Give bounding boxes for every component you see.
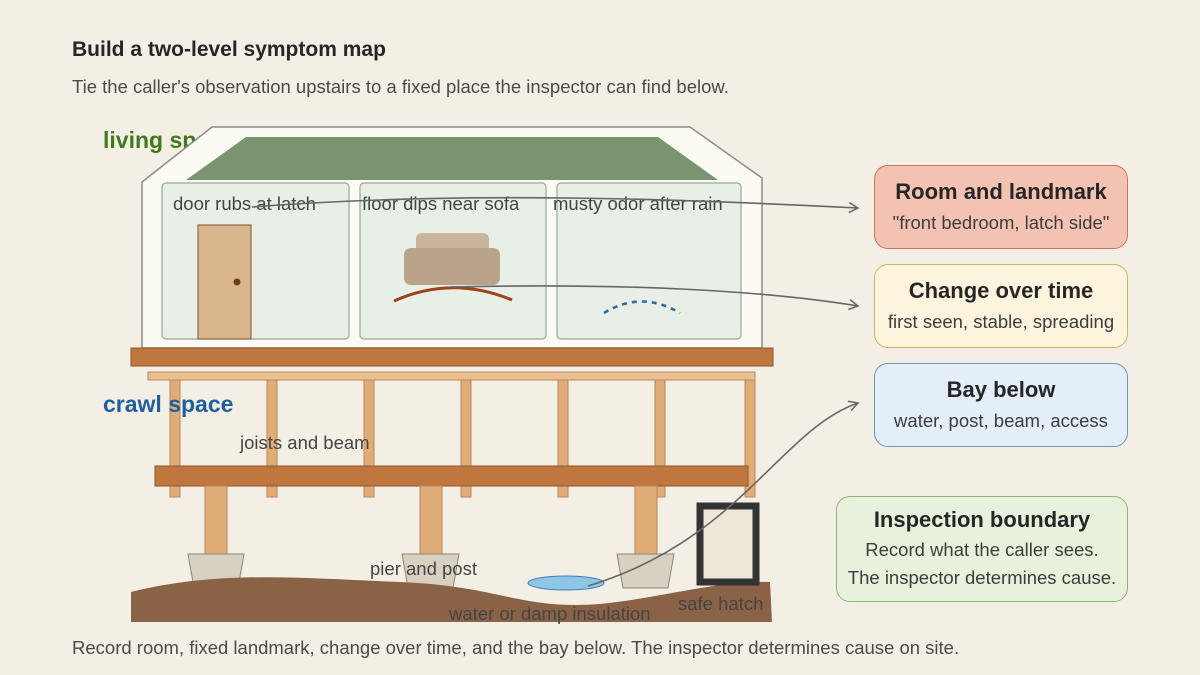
hatch-icon bbox=[696, 502, 760, 586]
connector-bay bbox=[587, 400, 860, 587]
footer-note: Record room, fixed landmark, change over… bbox=[72, 637, 960, 658]
inspection-boundary-text: Record what the caller sees. The inspect… bbox=[848, 536, 1116, 592]
beam bbox=[154, 465, 749, 487]
room-label-odor: musty odor after rain bbox=[553, 193, 723, 214]
inspection-boundary-card: Inspection boundary Record what the call… bbox=[836, 496, 1128, 602]
bay-below-card: Bay below water, post, beam, access bbox=[874, 363, 1128, 447]
floor-slab bbox=[130, 347, 774, 367]
roof bbox=[186, 137, 718, 180]
room-landmark-card: Room and landmark "front bedroom, latch … bbox=[874, 165, 1128, 249]
change-over-time-card: Change over time first seen, stable, spr… bbox=[874, 264, 1128, 348]
change-over-time-title: Change over time bbox=[908, 277, 1094, 303]
sofa-icon bbox=[404, 248, 500, 285]
inspection-boundary-line-2: The inspector determines cause. bbox=[847, 566, 1117, 588]
rim-board bbox=[147, 371, 756, 381]
bay-below-title: Bay below bbox=[946, 376, 1056, 402]
posts bbox=[204, 485, 658, 555]
change-over-time-subtitle: first seen, stable, spreading bbox=[887, 310, 1115, 332]
water-puddle-icon bbox=[527, 575, 605, 591]
room-label-sofa: floor dips near sofa bbox=[362, 193, 520, 214]
room-landmark-title: Room and landmark bbox=[895, 178, 1107, 204]
odor-icon bbox=[603, 300, 681, 315]
page-subtitle: Tie the caller's observation upstairs to… bbox=[72, 76, 729, 97]
pier-label: pier and post bbox=[370, 558, 477, 579]
crawl-space-label: crawl space bbox=[103, 391, 233, 417]
floor-dip-mark bbox=[393, 286, 513, 303]
door-knob-icon bbox=[233, 278, 241, 286]
bay-below-subtitle: water, post, beam, access bbox=[894, 409, 1108, 431]
connector-change bbox=[449, 285, 860, 311]
door-icon bbox=[197, 224, 252, 340]
joists bbox=[169, 379, 756, 498]
inspection-boundary-title: Inspection boundary bbox=[873, 506, 1091, 532]
room-label-door: door rubs at latch bbox=[173, 193, 316, 214]
hatch-label: safe hatch bbox=[678, 593, 763, 614]
connector-room bbox=[251, 196, 860, 214]
room-landmark-subtitle: "front bedroom, latch side" bbox=[892, 211, 1110, 233]
joists-label: joists and beam bbox=[239, 432, 370, 453]
ground bbox=[131, 577, 772, 622]
inspection-boundary-line-1: Record what the caller sees. bbox=[865, 538, 1099, 560]
water-label: water or damp insulation bbox=[448, 603, 651, 624]
room-panel-odor bbox=[556, 182, 742, 340]
page-title: Build a two-level symptom map bbox=[72, 38, 386, 61]
